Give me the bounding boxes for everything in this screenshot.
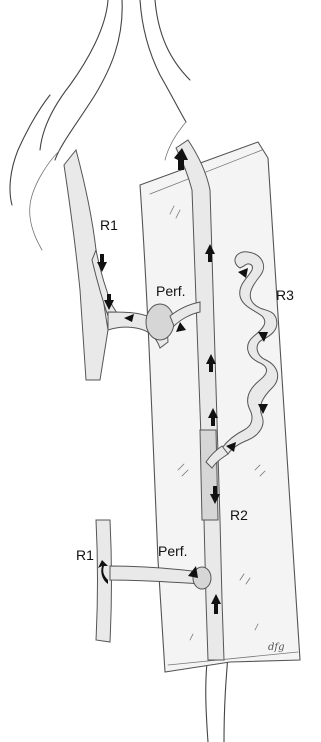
- label-perforator-upper: Perf.: [156, 283, 186, 299]
- label-r2: R2: [230, 507, 248, 523]
- label-r1-lower: R1: [76, 547, 94, 563]
- label-perforator-lower: Perf.: [158, 543, 188, 559]
- artist-signature: dfg: [268, 642, 285, 653]
- deep-vein-upper: [64, 150, 120, 380]
- label-r1-upper: R1: [100, 217, 118, 233]
- label-r3: R3: [276, 287, 294, 303]
